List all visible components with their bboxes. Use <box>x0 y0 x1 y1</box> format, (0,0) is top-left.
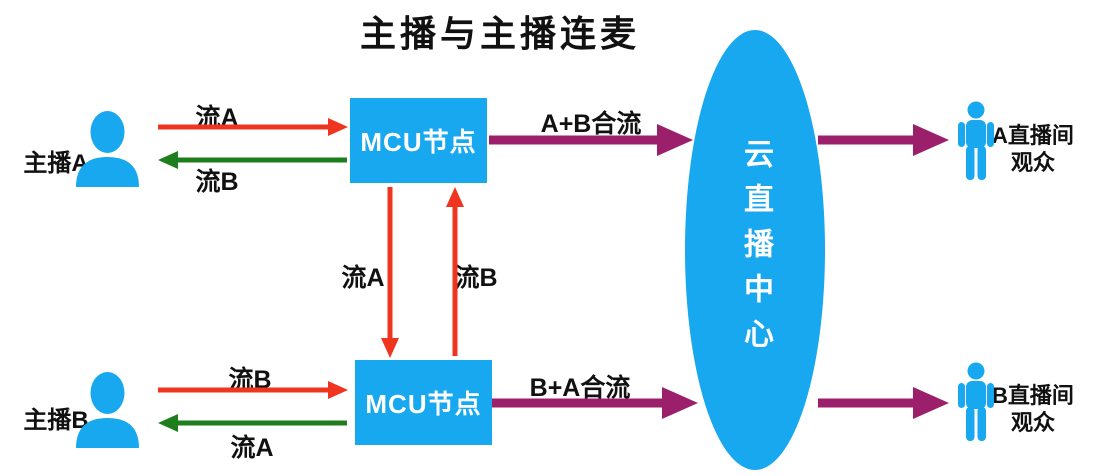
audience-b-label-line1: B直播间 <box>992 383 1074 408</box>
audience-b-label-line2: 观众 <box>1010 410 1055 435</box>
diagram-title: 主播与主播连麦 <box>359 13 640 54</box>
audience-b-person-icon <box>958 362 994 441</box>
label-merged-stream-top: A+B合流 <box>540 110 642 138</box>
cloud-live-center-label: 云直播中心 <box>739 137 772 363</box>
label-stream-mcu-down: 流A <box>341 264 385 292</box>
audience-b-label: B直播间 观众 <box>988 382 1078 436</box>
audience-a-person-icon <box>958 101 994 180</box>
mcu-bottom-label: MCU节点 <box>365 389 482 419</box>
audience-a-label: A直播间 观众 <box>988 122 1078 176</box>
anchor-b-avatar-icon <box>76 372 139 448</box>
mcu-bottom-node: MCU节点 <box>355 360 492 445</box>
label-stream-mcu-bottom-to-b: 流A <box>230 434 274 462</box>
label-stream-mcu-top-to-a: 流B <box>195 168 239 196</box>
label-stream-mcu-up: 流B <box>454 264 498 292</box>
anchor-b-label: 主播B <box>23 407 89 434</box>
audience-a-label-line1: A直播间 <box>992 123 1074 148</box>
anchor-a-label: 主播A <box>23 150 89 177</box>
label-merged-stream-bottom: B+A合流 <box>529 374 631 402</box>
mcu-top-label: MCU节点 <box>360 127 477 157</box>
anchor-a-avatar-icon <box>76 111 139 187</box>
audience-a-label-line2: 观众 <box>1010 150 1055 175</box>
mcu-top-node: MCU节点 <box>350 98 487 183</box>
cloud-live-center-ellipse: 云直播中心 <box>685 30 825 470</box>
